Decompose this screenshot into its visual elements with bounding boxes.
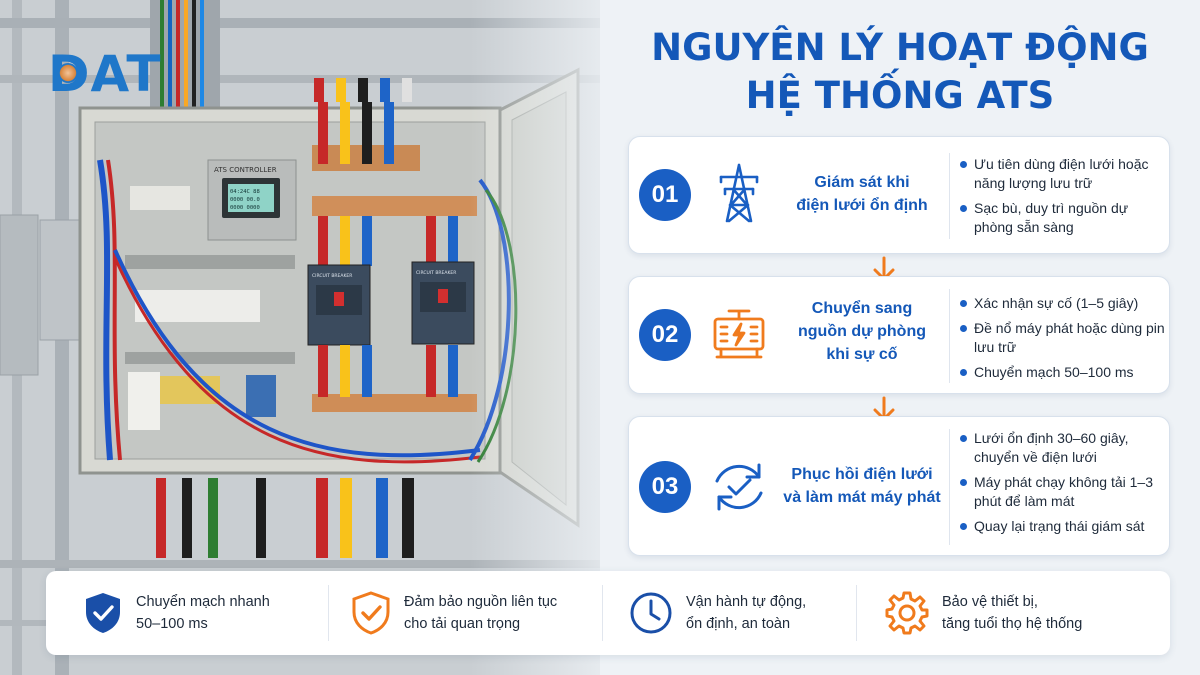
page-title: NGUYÊN LÝ HOẠT ĐỘNG HỆ THỐNG ATS <box>620 24 1180 120</box>
bullet-item: Sạc bù, duy trì nguồn dự phòng sẵn sàng <box>957 199 1167 237</box>
step-card-1: 01 Giám sát khi điện lưới ổn định Ưu tiê… <box>628 136 1170 254</box>
feature-item: Đảm bảo nguồn liên tục cho tải quan trọn… <box>350 571 557 655</box>
bullet-item: Máy phát chạy không tải 1–3 phút để làm … <box>957 473 1167 511</box>
feature-line: Vận hành tự động, <box>686 594 807 610</box>
step-number: 01 <box>639 169 691 221</box>
step-card-3: 03 Phục hồi điện lưới và làm mát máy phá… <box>628 416 1170 556</box>
brand-logo: DAT <box>48 48 161 100</box>
breaker-left-label: CIRCUIT BREAKER <box>312 273 352 279</box>
step-bullets: Ưu tiên dùng điện lưới hoặc năng lượng l… <box>957 155 1167 243</box>
step-number: 03 <box>639 461 691 513</box>
screen-line-3: 0000 0000 <box>230 205 260 211</box>
bullet-item: Ưu tiên dùng điện lưới hoặc năng lượng l… <box>957 155 1167 193</box>
step-title: Phục hồi điện lưới và làm mát máy phát <box>777 463 947 509</box>
feature-text: Đảm bảo nguồn liên tục cho tải quan trọn… <box>404 591 557 635</box>
photo-fade <box>470 0 600 675</box>
feature-item: Vận hành tự động, ổn định, an toàn <box>628 571 806 655</box>
step-title-line: khi sự cố <box>826 346 898 363</box>
step-title-line: Chuyển sang <box>811 300 913 317</box>
feature-line: Đảm bảo nguồn liên tục <box>404 594 558 610</box>
step-title: Chuyển sang nguồn dự phòng khi sự cố <box>777 297 947 366</box>
feature-divider <box>328 585 329 641</box>
feature-line: Bảo vệ thiết bị, <box>942 594 1038 610</box>
bullet-item: Đề nổ máy phát hoặc dùng pin lưu trữ <box>957 319 1167 357</box>
card-divider <box>949 289 950 383</box>
feature-divider <box>602 585 603 641</box>
feature-line: 50–100 ms <box>136 616 208 632</box>
bullet-item: Chuyển mạch 50–100 ms <box>957 363 1167 382</box>
shield-check-icon <box>86 593 120 633</box>
feature-text: Chuyển mạch nhanh 50–100 ms <box>136 591 270 635</box>
transmission-tower-icon <box>719 163 759 223</box>
feature-item: Chuyển mạch nhanh 50–100 ms <box>82 571 270 655</box>
ats-panel-photo: ATS CONTROLLER 04:24C 88 0000 00.0 0000 … <box>0 0 600 675</box>
step-bullets: Lưới ổn định 30–60 giây, chuyển về điện … <box>957 429 1167 542</box>
feature-text: Bảo vệ thiết bị, tăng tuổi thọ hệ thống <box>942 591 1082 635</box>
step-title: Giám sát khi điện lưới ổn định <box>777 171 947 217</box>
step-title-line: nguồn dự phòng <box>798 323 926 340</box>
controller-label: ATS CONTROLLER <box>214 166 277 174</box>
title-line-2: HỆ THỐNG ATS <box>745 74 1055 117</box>
step-card-2: 02 Chuyển sang nguồn dự phòng khi sự cố … <box>628 276 1170 394</box>
screen-line-1: 04:24C 88 <box>230 189 260 195</box>
gear-icon <box>885 591 929 635</box>
step-title-line: Giám sát khi <box>814 174 910 191</box>
feature-line: tăng tuổi thọ hệ thống <box>942 616 1083 632</box>
step-title-line: và làm mát máy phát <box>783 489 941 506</box>
feature-line: ổn định, an toàn <box>686 616 791 632</box>
step-number: 02 <box>639 309 691 361</box>
title-line-1: NGUYÊN LÝ HOẠT ĐỘNG <box>651 26 1149 69</box>
step-title-line: điện lưới ổn định <box>796 197 928 214</box>
feature-text: Vận hành tự động, ổn định, an toàn <box>686 591 806 635</box>
screen-line-2: 0000 00.0 <box>230 197 260 203</box>
logo-emblem-icon <box>58 63 78 83</box>
clock-icon <box>630 592 672 634</box>
bullet-item: Xác nhận sự cố (1–5 giây) <box>957 294 1167 313</box>
bullet-item: Lưới ổn định 30–60 giây, chuyển về điện … <box>957 429 1167 467</box>
feature-item: Bảo vệ thiết bị, tăng tuổi thọ hệ thống <box>884 571 1082 655</box>
refresh-check-icon <box>715 463 763 511</box>
breaker-right-label: CIRCUIT BREAKER <box>416 270 456 276</box>
shield-check-orange-icon <box>352 591 390 635</box>
feature-divider <box>856 585 857 641</box>
features-bar: Chuyển mạch nhanh 50–100 ms Đảm bảo nguồ… <box>46 571 1170 655</box>
bullet-item: Quay lại trạng thái giám sát <box>957 517 1167 536</box>
card-divider <box>949 153 950 239</box>
step-title-line: Phục hồi điện lưới <box>791 466 933 483</box>
card-divider <box>949 429 950 545</box>
generator-icon <box>713 309 765 359</box>
feature-line: Chuyển mạch nhanh <box>136 594 270 610</box>
step-bullets: Xác nhận sự cố (1–5 giây) Đề nổ máy phát… <box>957 294 1167 388</box>
feature-line: cho tải quan trọng <box>404 616 521 632</box>
